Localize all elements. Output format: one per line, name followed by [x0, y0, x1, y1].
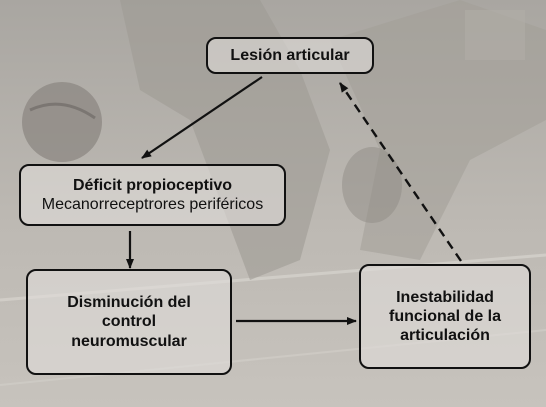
node-disminucion-line3: neuromuscular [71, 332, 187, 350]
node-inestabilidad-funcional: Inestabilidad funcional de la articulaci… [359, 264, 531, 369]
node-disminucion-line2: control [101, 313, 157, 331]
node-deficit-propioceptivo: Déficit propioceptivo Mecanorreceptrores… [19, 164, 286, 226]
node-inestabilidad-line3: articulación [400, 327, 490, 345]
node-deficit-title: Déficit propioceptivo [72, 176, 233, 194]
node-disminucion-control: Disminución del control neuromuscular [26, 269, 232, 375]
node-deficit-subtitle: Mecanorreceptrores periféricos [41, 196, 264, 213]
node-lesion-articular: Lesión articular [206, 37, 374, 74]
node-inestabilidad-line1: Inestabilidad [396, 288, 494, 306]
node-lesion-title: Lesión articular [230, 46, 350, 64]
node-inestabilidad-line2: funcional de la [388, 307, 501, 325]
node-disminucion-line1: Disminución del [67, 294, 191, 312]
